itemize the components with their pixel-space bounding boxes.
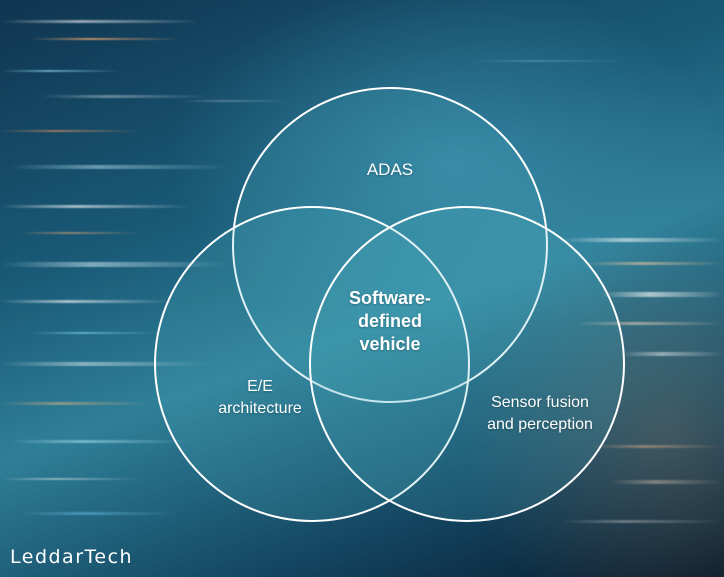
sensor-label-line-2: and perception [487,416,593,433]
leddartech-logo: LeddarTech [10,546,134,568]
light-streak [585,262,724,265]
light-streak [20,232,140,234]
light-streak [0,205,190,208]
sensor-label-line-1: Sensor fusion [491,394,589,411]
circle-adas [232,87,548,403]
light-streak [20,512,180,515]
light-streak [30,38,180,40]
label-adas: ADAS [330,160,450,180]
light-streak [0,402,150,405]
light-streak [575,322,724,325]
light-streak [0,130,140,132]
circle-ee-architecture [154,206,470,522]
center-label-line-3: vehicle [359,334,421,354]
adas-label-text: ADAS [366,160,414,179]
light-streak [180,100,290,102]
light-streak [470,60,630,62]
center-label-line-2: defined [357,311,422,331]
light-streak [600,292,724,297]
light-streak [0,70,120,72]
label-software-defined-vehicle: Software- defined vehicle [320,287,460,356]
light-streak [560,520,724,523]
light-streak [0,478,140,480]
light-streak [0,262,230,267]
label-sensor-fusion: Sensor fusion and perception [455,392,625,436]
light-streak [620,352,724,356]
label-ee-architecture: E/E architecture [190,376,330,420]
light-streak [610,480,724,484]
light-streak [590,445,724,448]
circle-sensor-fusion [309,206,625,522]
light-streak [0,20,200,23]
center-label-line-1: Software- [348,288,431,308]
light-streak [10,440,190,443]
light-streak [560,238,724,242]
ee-label-line-1: E/E [247,378,273,395]
light-streak [10,165,230,169]
light-streak [30,332,160,334]
light-streak [0,362,210,366]
light-streak [0,300,170,303]
light-streak [40,95,210,98]
ee-label-line-2: architecture [218,400,302,417]
